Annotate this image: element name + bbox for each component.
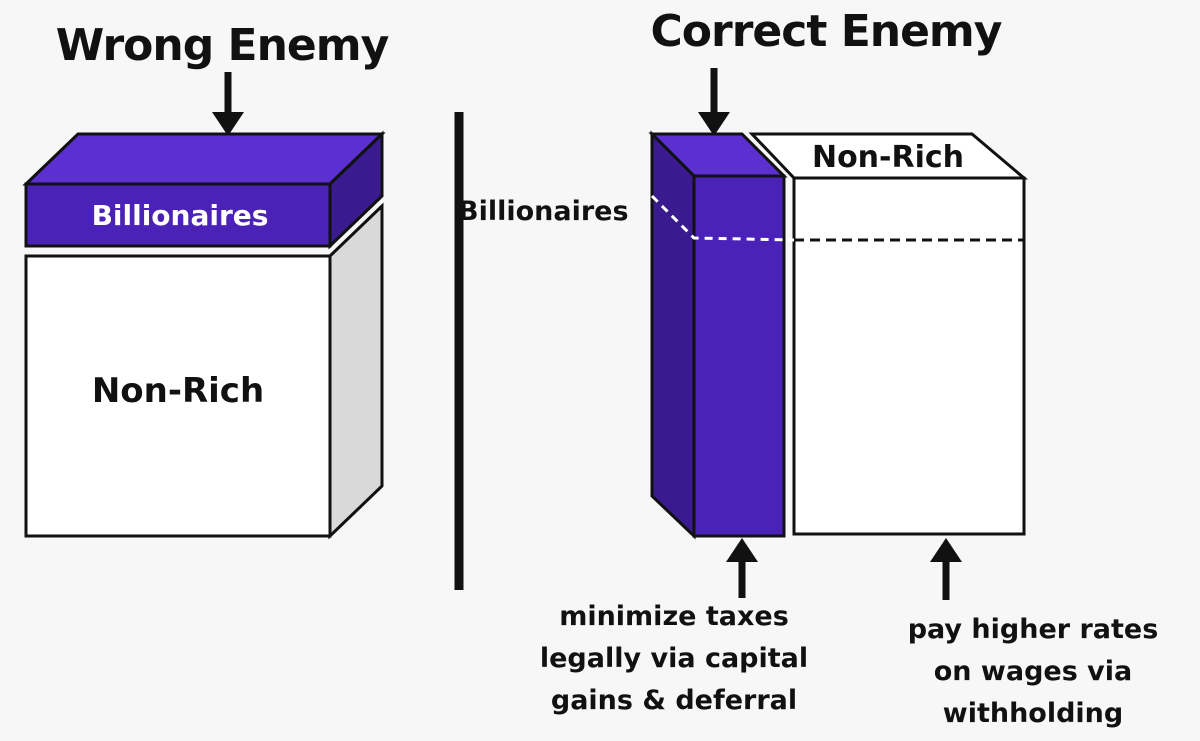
billionaires-slab-top — [22, 132, 386, 186]
wrong-enemy-arrow-icon — [212, 72, 244, 136]
nonrich-caption-line-1: pay higher rates — [908, 614, 1159, 645]
nonrich-box-left: Non-Rich — [24, 202, 384, 540]
billionaires-label-right: Billionaires — [458, 196, 629, 227]
billionaires-caption-line-3: gains & deferral — [551, 685, 797, 716]
billionaires-caption-line-1: minimize taxes — [559, 601, 789, 632]
billionaires-column-side — [650, 130, 696, 540]
correct-enemy-panel: Correct Enemy Non-Rich Billionaires — [458, 6, 1158, 729]
billionaires-column-right — [648, 130, 795, 540]
correct-enemy-title: Correct Enemy — [651, 6, 1002, 57]
nonrich-box-left-side — [328, 202, 384, 540]
nonrich-caption-line-2: on wages via — [934, 656, 1133, 687]
nonrich-box-right: Non-Rich — [748, 132, 1029, 536]
billionaires-column-front — [692, 174, 786, 538]
billionaires-caption-line-2: legally via capital — [540, 643, 808, 674]
billionaires-up-arrow-icon — [726, 538, 758, 598]
billionaires-caption: minimize taxes legally via capital gains… — [540, 601, 808, 716]
wrong-enemy-panel: Wrong Enemy Non-Rich Billionaires — [22, 20, 390, 540]
nonrich-label-left: Non-Rich — [92, 371, 264, 411]
nonrich-box-right-front — [792, 176, 1026, 536]
billionaires-slab-front — [24, 182, 332, 248]
billionaires-slab-left: Billionaires — [22, 130, 386, 250]
billionaires-label-left: Billionaires — [92, 199, 269, 232]
nonrich-box-left-front — [24, 254, 332, 538]
nonrich-caption-line-3: withholding — [943, 698, 1123, 729]
wrong-enemy-title: Wrong Enemy — [56, 20, 389, 71]
nonrich-caption: pay higher rates on wages via withholdin… — [908, 614, 1159, 729]
nonrich-label-right: Non-Rich — [812, 140, 964, 175]
nonrich-up-arrow-icon — [930, 538, 962, 600]
correct-enemy-arrow-icon — [698, 68, 730, 136]
billionaires-dashed-line — [650, 194, 795, 242]
